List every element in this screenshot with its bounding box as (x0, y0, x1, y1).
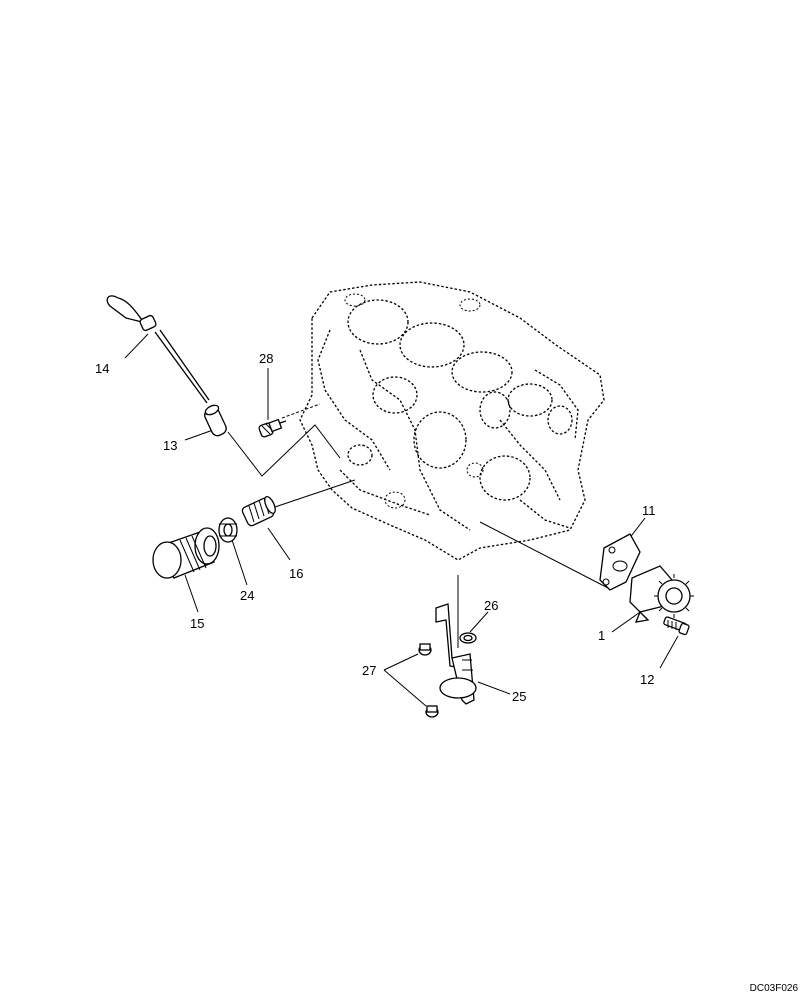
nut-part (218, 517, 238, 543)
drawing-code: DC03F026 (749, 983, 798, 994)
callout-27: 27 (362, 663, 376, 678)
callout-12: 12 (640, 672, 654, 687)
callout-1: 1 (598, 628, 605, 643)
callout-11: 11 (642, 503, 656, 518)
nipple-part (241, 496, 276, 527)
callout-25: 25 (512, 689, 526, 704)
callout-14: 14 (95, 361, 109, 376)
strainer-bolts-part (418, 643, 439, 718)
callout-15: 15 (190, 616, 204, 631)
engine-block-outline (299, 281, 605, 561)
o-ring-part (459, 632, 477, 644)
gasket-part (599, 533, 641, 591)
callout-16: 16 (289, 566, 303, 581)
bolt-part (663, 616, 690, 636)
callout-26: 26 (484, 598, 498, 613)
leader-lines (124, 333, 679, 707)
callout-13: 13 (163, 438, 177, 453)
pressure-switch-part (258, 418, 287, 438)
oil-filter-part (152, 527, 220, 579)
dipstick-part (106, 295, 210, 404)
strainer-part (435, 603, 477, 705)
callout-28: 28 (259, 351, 273, 366)
dipstick-guide-part (204, 404, 227, 437)
callout-24: 24 (240, 588, 254, 603)
oil-pump-part (629, 565, 694, 623)
